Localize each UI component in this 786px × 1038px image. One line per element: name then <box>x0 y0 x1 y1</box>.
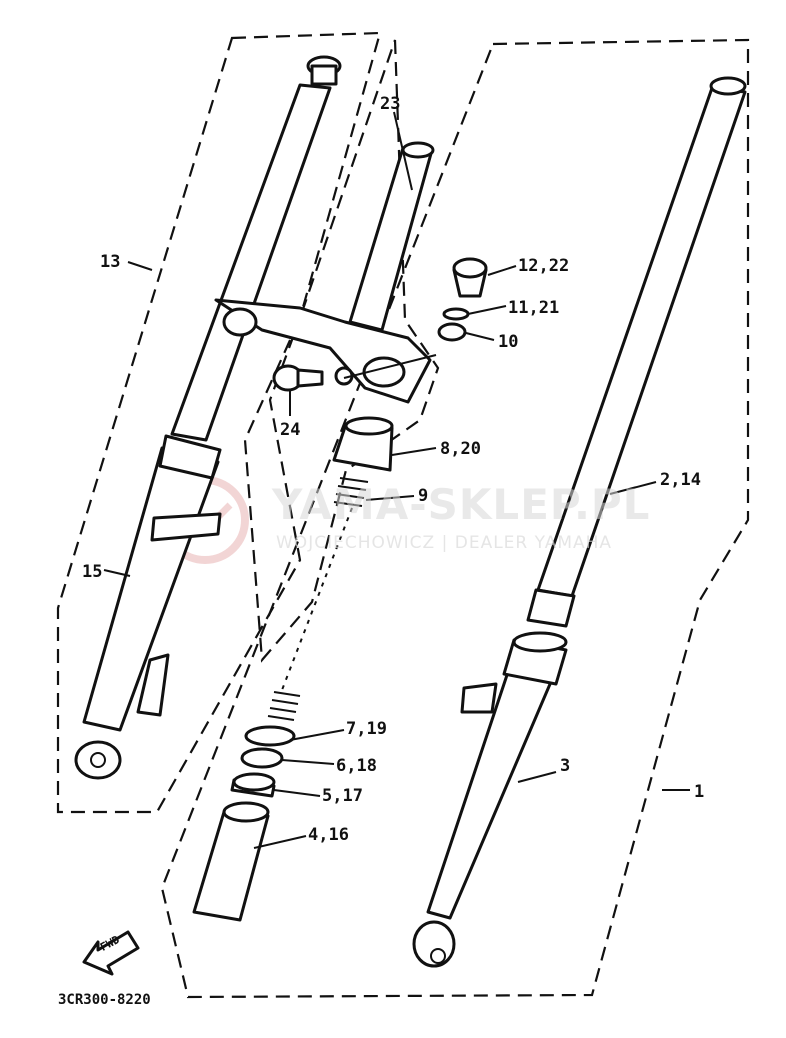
callout-12-22: 12,22 <box>518 256 570 276</box>
callout-7-19: 7,19 <box>346 719 387 739</box>
slide-bushing-4 <box>192 810 270 922</box>
cap-bolt-12 <box>452 257 488 298</box>
left-dust-seal <box>158 434 222 480</box>
leader-lines <box>103 111 690 849</box>
right-axle-hole <box>430 948 446 964</box>
callout-13: 13 <box>100 252 121 272</box>
left-brake-bracket <box>136 653 170 717</box>
steering-shaft-top <box>401 141 435 159</box>
slide-bushing-4-top <box>222 801 270 823</box>
watermark-subtitle: WOJCIECHOWICZ | DEALER YAMAHA <box>276 533 613 553</box>
washer-10 <box>437 322 467 342</box>
callout-24: 24 <box>280 420 301 440</box>
group-outline-left-fork <box>56 31 382 814</box>
o-ring-11 <box>442 307 470 321</box>
outer-tube-3-top <box>512 631 568 653</box>
group-outline-steering-stem <box>243 39 440 663</box>
left-axle-boss <box>74 740 122 780</box>
right-fork-assembly <box>412 76 747 968</box>
group-outline-right-fork <box>160 38 750 999</box>
watermark-title: YAMA-SKLEP.PL <box>272 480 651 529</box>
callout-10: 10 <box>498 332 519 352</box>
right-fender-bracket <box>460 682 498 714</box>
spacer-5-top <box>232 772 276 792</box>
steering-stem-assembly <box>214 141 435 404</box>
left-axle-hole <box>90 752 106 768</box>
callout-15: 15 <box>82 562 103 582</box>
fwd-arrow-icon <box>82 930 140 976</box>
callout-23: 23 <box>380 94 401 114</box>
callout-4-16: 4,16 <box>308 825 349 845</box>
left-cap-bolt-body <box>310 64 338 86</box>
callout-3: 3 <box>560 756 571 776</box>
oil-seal-6 <box>240 747 284 769</box>
left-fork-assembly <box>74 55 342 780</box>
spring-9 <box>267 477 369 721</box>
callout-9: 9 <box>418 486 429 506</box>
inner-tube-2-top <box>709 76 747 96</box>
callout-2-14: 2,14 <box>660 470 701 490</box>
right-axle-boss <box>412 920 456 968</box>
callout-1: 1 <box>694 782 705 802</box>
inner-tube-2-collar <box>526 588 576 628</box>
diagram-code: 3CR300-8220 <box>58 992 151 1008</box>
callout-11-21: 11,21 <box>508 298 560 318</box>
steering-shaft <box>348 146 434 332</box>
left-fender-bracket <box>150 512 222 542</box>
callout-6-18: 6,18 <box>336 756 377 776</box>
circlip-7 <box>244 725 296 747</box>
left-inner-tube <box>170 83 332 442</box>
bolt-24 <box>272 364 324 392</box>
bracket-clamp-left <box>222 307 258 337</box>
callout-8-20: 8,20 <box>440 439 481 459</box>
cover-8-top <box>344 416 394 436</box>
callout-5-17: 5,17 <box>322 786 363 806</box>
